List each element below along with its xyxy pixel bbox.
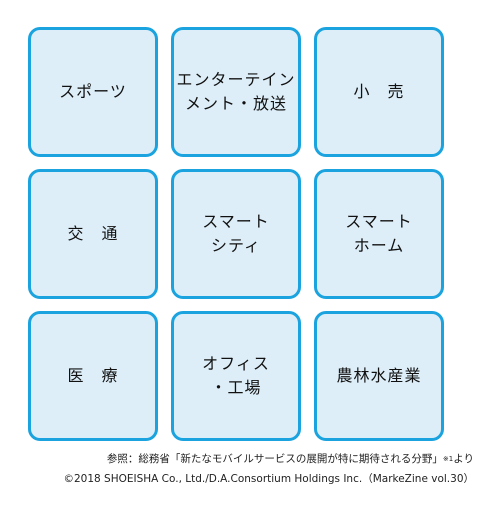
tile-retail: 小 売 <box>314 27 444 157</box>
copyright-caption: ©2018 SHOEISHA Co., Ltd./D.A.Consortium … <box>63 473 474 485</box>
tile-smart-city: スマート シティ <box>171 169 301 299</box>
tile-smart-home: スマート ホーム <box>314 169 444 299</box>
footnote-marker: ※1 <box>442 455 454 463</box>
reference-suffix: より <box>453 453 474 465</box>
tile-label: スポーツ <box>59 82 127 101</box>
tile-label: 小 売 <box>353 82 405 101</box>
tile-sports: スポーツ <box>28 27 158 157</box>
reference-caption: 参照：総務省「新たなモバイルサービスの展開が特に期待される分野」※1より <box>107 452 474 466</box>
tile-label: エンターテイン メント・放送 <box>176 70 296 113</box>
tile-label: 交 通 <box>67 224 119 243</box>
tile-entertainment-broadcast: エンターテイン メント・放送 <box>171 27 301 157</box>
tile-label: オフィス ・工場 <box>202 354 270 397</box>
tile-transportation: 交 通 <box>28 169 158 299</box>
tile-medical: 医 療 <box>28 311 158 441</box>
tile-label: 医 療 <box>67 366 119 385</box>
reference-text: 参照：総務省「新たなモバイルサービスの展開が特に期待される分野」 <box>106 453 443 465</box>
tile-agriculture: 農林水産業 <box>314 311 444 441</box>
tile-office-factory: オフィス ・工場 <box>171 311 301 441</box>
application-areas-grid: スポーツ エンターテイン メント・放送 小 売 交 通 スマート シティ スマー… <box>28 27 444 441</box>
tile-label: スマート ホーム <box>345 212 413 255</box>
tile-label: 農林水産業 <box>336 366 422 385</box>
tile-label: スマート シティ <box>202 212 270 255</box>
